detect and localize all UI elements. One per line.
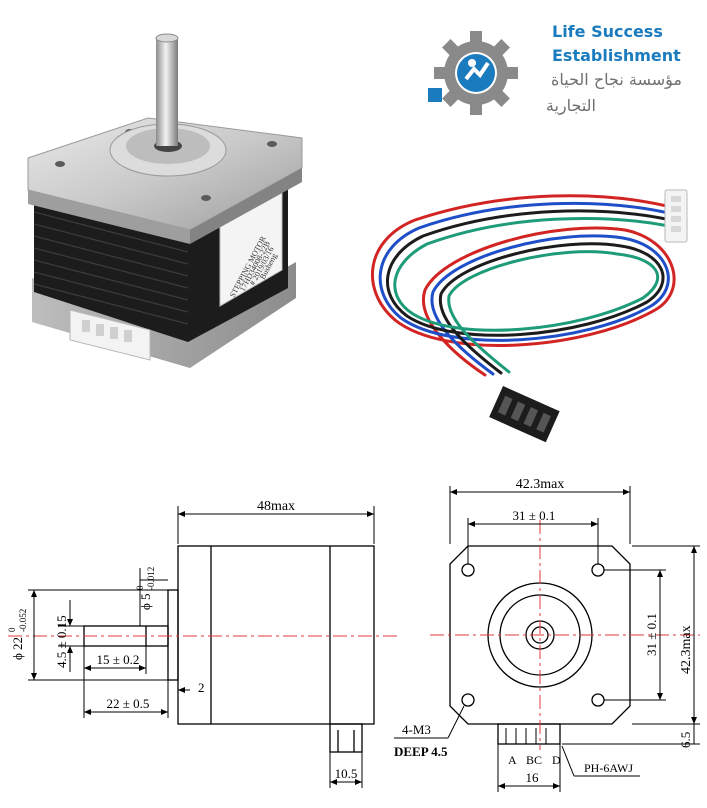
motor-cable-photo [371, 189, 688, 443]
dim-total-length: 48max [257, 499, 295, 514]
side-view [83, 545, 375, 753]
logo-name-line1: Life Success [552, 22, 663, 41]
gear-logo-icon [428, 31, 518, 115]
stepper-motor-photo: STEPPING MOTOR 17HD34008-22B # 2019/03/1… [27, 33, 303, 368]
holes-spec: 4-M3 [402, 722, 431, 737]
technical-drawing: 48max ϕ 22 0 -0.052 ϕ 5 0 -0.012 4.5 ± 0… [7, 477, 700, 792]
motor-shaft [156, 38, 178, 146]
dim-shaft-tol-upper: 0 [135, 585, 145, 590]
pin-label-d: D [552, 753, 561, 767]
pin-label-bc: BC [526, 753, 542, 767]
front-view-outline [449, 545, 631, 725]
dim-hole-spacing-h: 31 ± 0.1 [513, 508, 556, 523]
dim-boss-height: 2 [198, 680, 205, 695]
dim-boss-tol-lower: -0.052 [18, 609, 28, 632]
dim-connector-width: 16 [526, 770, 540, 785]
dim-boss-symbol: ϕ [10, 653, 25, 660]
pin-label-a: A [508, 753, 517, 767]
dim-shaft-length: 22 ± 0.5 [107, 696, 150, 711]
dim-connector-length: 10.5 [335, 766, 358, 781]
connector-type: PH-6AWJ [584, 761, 633, 775]
front-view-centerlines [430, 520, 700, 750]
dim-shaft-dia: 5 [138, 594, 153, 601]
side-view-connector [329, 723, 363, 753]
logo-name-line2: Establishment [552, 46, 681, 65]
dim-front-width: 42.3max [516, 477, 565, 492]
dim-shaft-tol-lower: -0.012 [146, 567, 156, 590]
dim-shaft-symbol: ϕ [138, 603, 153, 610]
front-view-connector [497, 723, 561, 745]
logo-arabic-line1: مؤسسة نجاح الحياة [551, 70, 682, 89]
holes-depth: DEEP 4.5 [394, 744, 448, 759]
company-logo: Life Success Establishment مؤسسة نجاح ال… [428, 18, 688, 128]
side-view-body [177, 545, 375, 725]
logo-arabic-line2: التجارية [545, 96, 596, 115]
dim-flat-depth: 4.5 ± 0.15 [54, 615, 69, 668]
dim-front-height: 42.3max [679, 625, 694, 674]
dim-boss-tol-upper: 0 [7, 627, 17, 632]
cable-connector-bottom [489, 386, 560, 443]
dim-flat-length: 15 ± 0.2 [97, 652, 140, 667]
dim-connector-offset: 6.5 [678, 732, 693, 748]
dim-boss-dia: 22 [10, 637, 25, 650]
dim-hole-spacing-v: 31 ± 0.1 [644, 613, 659, 656]
